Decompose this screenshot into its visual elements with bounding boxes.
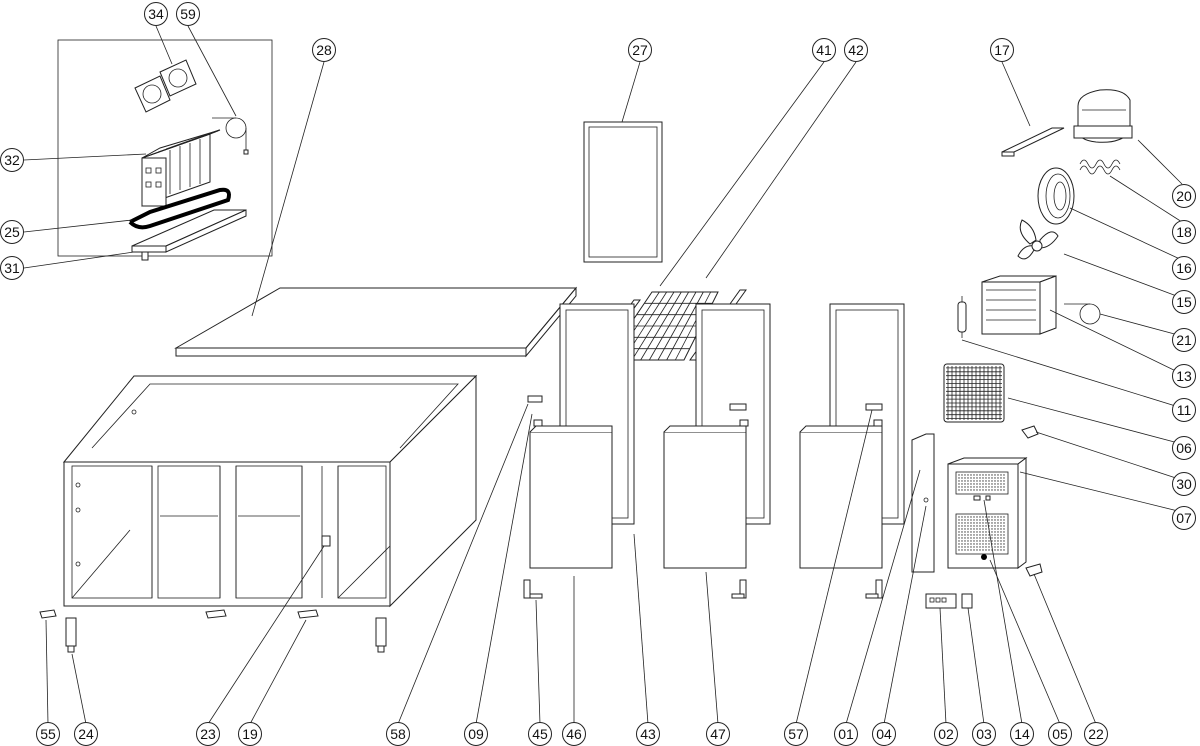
condenser (981, 275, 1057, 335)
door-1 (523, 303, 635, 599)
compressor (1073, 89, 1133, 143)
fan-ring (1037, 167, 1075, 225)
callout-24: 24 (78, 726, 94, 742)
capillary-tube (212, 117, 249, 155)
callout-circle-34 (144, 2, 168, 26)
callout-circle-07 (1172, 506, 1196, 530)
callout-27: 27 (632, 42, 648, 58)
callout-03: 03 (976, 726, 992, 742)
door-gasket (583, 121, 663, 263)
callout-circle-11 (1172, 398, 1196, 422)
callout-01: 01 (838, 726, 854, 742)
callout-circle-28 (312, 38, 336, 62)
callout-34: 34 (148, 6, 164, 22)
callout-09: 09 (468, 726, 484, 742)
callout-16: 16 (1176, 260, 1192, 276)
callout-19: 19 (242, 726, 258, 742)
evaporator-fans (134, 59, 197, 113)
vent-bottom (955, 513, 1009, 555)
callout-31: 31 (4, 260, 20, 276)
callout-circle-42 (844, 38, 868, 62)
callout-02: 02 (938, 726, 954, 742)
callout-circle-21 (1172, 328, 1196, 352)
worktop-panel (174, 286, 578, 358)
callout-41: 41 (816, 42, 832, 58)
callout-17: 17 (994, 42, 1010, 58)
vent-top (955, 471, 1009, 495)
callout-04: 04 (876, 726, 892, 742)
callout-14: 14 (1014, 726, 1030, 742)
callout-circle-18 (1172, 220, 1196, 244)
callout-circle-15 (1172, 290, 1196, 314)
callout-22: 22 (1088, 726, 1104, 742)
callout-23: 23 (200, 726, 216, 742)
callout-21: 21 (1176, 332, 1192, 348)
callout-57: 57 (788, 726, 804, 742)
callout-46: 46 (566, 726, 582, 742)
switch (961, 593, 973, 609)
callout-circle-25 (0, 220, 24, 244)
callout-30: 30 (1176, 476, 1192, 492)
grill-mesh (946, 366, 1002, 420)
control-box (923, 457, 1028, 569)
door-3 (799, 303, 905, 599)
callout-25: 25 (4, 224, 20, 240)
callout-43: 43 (640, 726, 656, 742)
leader-lines (23, 25, 1183, 725)
callout-11: 11 (1177, 402, 1192, 418)
hinges-and-legs (39, 609, 387, 653)
callout-42: 42 (848, 42, 864, 58)
thermostat-controller (925, 593, 957, 609)
condenser-fan-grill (943, 363, 1005, 423)
clip-30 (1021, 425, 1039, 439)
callout-06: 06 (1176, 440, 1192, 456)
filter-drier (957, 296, 967, 338)
callout-circle-59 (176, 2, 200, 26)
callout-20: 20 (1176, 188, 1192, 204)
callout-circle-20 (1172, 184, 1196, 208)
callout-59: 59 (180, 6, 196, 22)
callout-13: 13 (1176, 368, 1192, 384)
evaporator-coil (141, 129, 221, 207)
evaporator-kit-box (57, 39, 273, 261)
side-panel (911, 433, 935, 573)
callout-circle-31 (0, 256, 24, 280)
callout-05: 05 (1052, 726, 1068, 742)
callout-circle-30 (1172, 472, 1196, 496)
callout-07: 07 (1176, 510, 1192, 526)
drip-tray (131, 209, 247, 261)
callout-circle-32 (0, 148, 24, 172)
callout-circle-17 (990, 38, 1014, 62)
capillary-21 (1064, 303, 1101, 325)
callout-28: 28 (316, 42, 332, 58)
door-2 (663, 303, 771, 599)
callout-circle-06 (1172, 436, 1196, 460)
condenser-fan (1017, 219, 1059, 260)
callout-55: 55 (40, 726, 56, 742)
callout-circle-13 (1172, 364, 1196, 388)
defrost-heater (128, 187, 231, 230)
callout-18: 18 (1176, 224, 1192, 240)
callout-58: 58 (390, 726, 406, 742)
compressor-spring (1079, 159, 1121, 175)
callout-45: 45 (532, 726, 548, 742)
callout-32: 32 (4, 152, 20, 168)
callout-15: 15 (1176, 294, 1192, 310)
cabinet-body (62, 374, 478, 608)
callout-circle-16 (1172, 256, 1196, 280)
clip-22 (1025, 563, 1043, 577)
callout-47: 47 (710, 726, 726, 742)
compressor-bracket (1001, 127, 1065, 157)
callout-circle-27 (628, 38, 652, 62)
callout-circle-41 (812, 38, 836, 62)
